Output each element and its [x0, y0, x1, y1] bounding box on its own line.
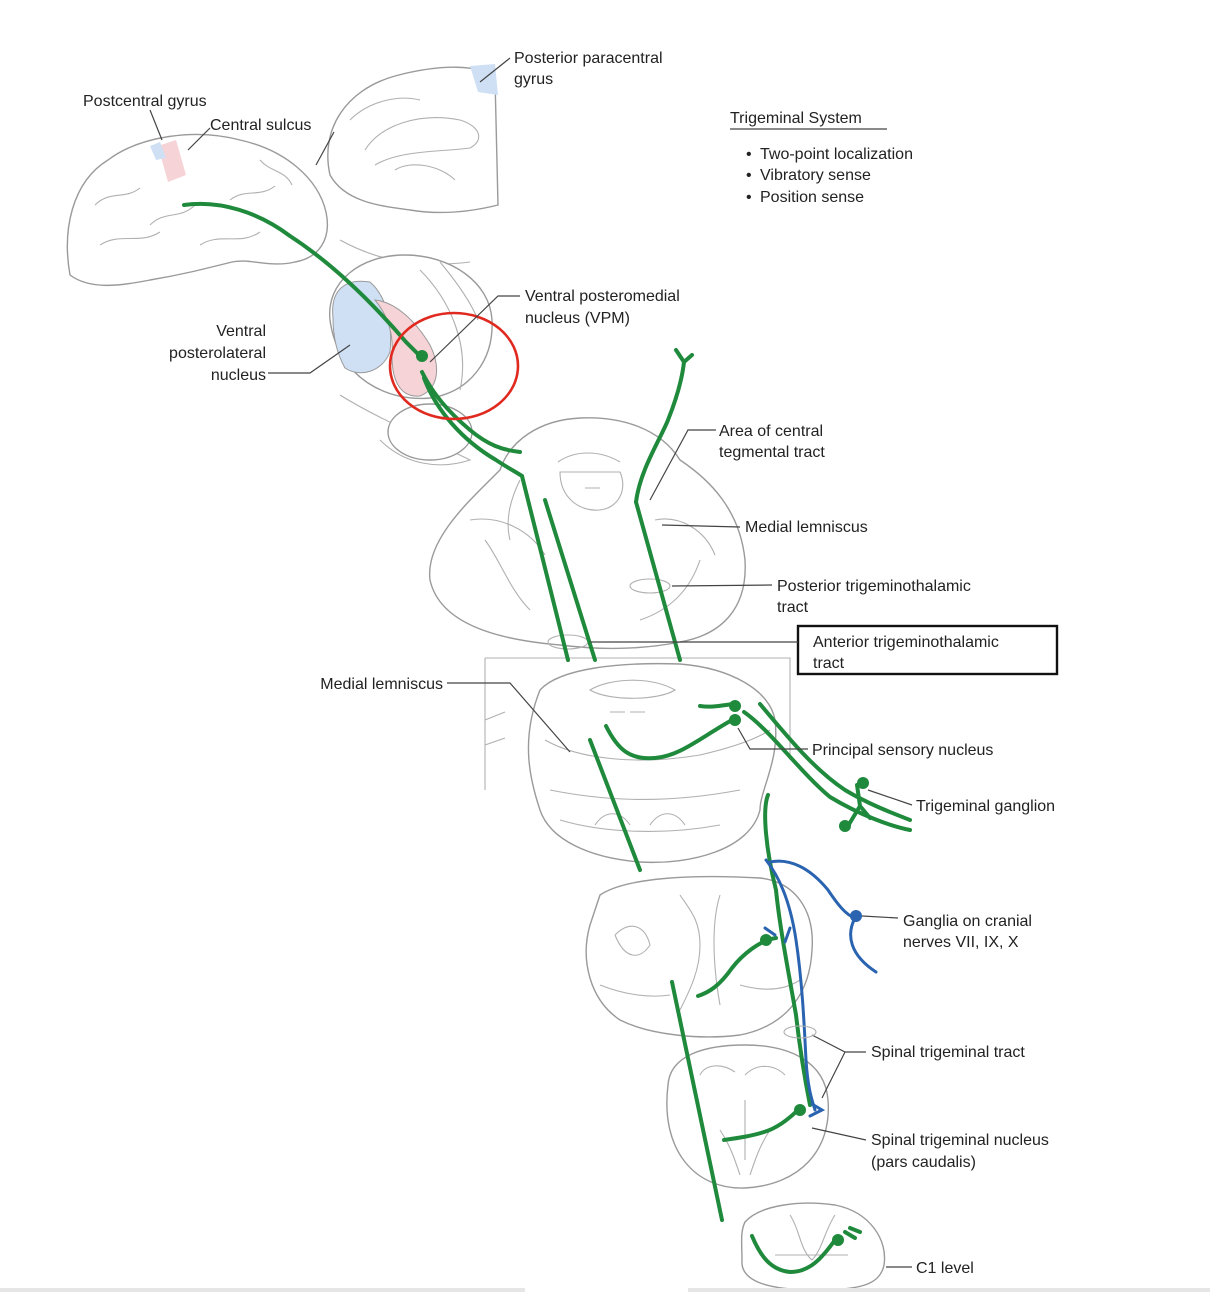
trigeminal-pathways-green [182, 201, 912, 1275]
label-vpm-line2: nucleus (VPM) [525, 310, 630, 327]
legend-item-3: Position sense [760, 189, 864, 206]
diagram-labels: Postcentral gyrus Central sulcus Posteri… [83, 50, 1055, 1277]
label-medial-lemniscus-lower: Medial lemniscus [320, 676, 443, 693]
label-central-tegmental-line1: Area of central [719, 423, 823, 440]
legend-item-1: Two-point localization [760, 146, 913, 163]
medial-brain-drawing [327, 64, 499, 214]
label-anterior-trigeminothalamic-line1: Anterior trigeminothalamic [813, 634, 999, 651]
legend-bullet-1: • [746, 146, 752, 163]
pons-section [484, 657, 791, 864]
label-central-tegmental-line2: tegmental tract [719, 444, 825, 461]
label-posterior-trigeminothalamic-line2: tract [777, 599, 809, 616]
leader-lines [149, 57, 913, 1268]
label-principal-sensory-nucleus: Principal sensory nucleus [812, 742, 993, 759]
label-vpl-line2: posterolateral [169, 345, 266, 362]
postcentral-blue-region [150, 142, 166, 160]
label-ganglia-cranial-line1: Ganglia on cranial [903, 913, 1032, 930]
label-c1-level: C1 level [916, 1260, 974, 1277]
label-posterior-paracentral-line2: gyrus [514, 71, 553, 88]
label-vpl-line3: nucleus [211, 367, 266, 384]
legend-item-2: Vibratory sense [760, 167, 871, 184]
label-posterior-paracentral-line1: Posterior paracentral [514, 50, 663, 67]
anterior-trigeminothalamic-highlight-box [796, 624, 1059, 676]
label-central-sulcus: Central sulcus [210, 117, 311, 134]
trigeminal-system-legend: Trigeminal System • Two-point localizati… [730, 110, 913, 206]
cranial-nerve-pathway-blue [763, 858, 878, 1118]
label-ganglia-cranial-line2: nerves VII, IX, X [903, 934, 1019, 951]
lateral-brain-drawing [66, 133, 328, 287]
legend-bullet-3: • [746, 189, 752, 206]
label-vpl-line1: Ventral [216, 323, 266, 340]
legend-title: Trigeminal System [730, 110, 862, 127]
label-medial-lemniscus-upper: Medial lemniscus [745, 519, 868, 536]
label-postcentral-gyrus: Postcentral gyrus [83, 93, 207, 110]
vpm-highlight-circle [388, 311, 520, 421]
label-spinal-trigeminal-tract: Spinal trigeminal tract [871, 1044, 1025, 1061]
midbrain-section [429, 417, 746, 650]
label-posterior-trigeminothalamic-line1: Posterior trigeminothalamic [777, 578, 971, 595]
legend-bullet-2: • [746, 167, 752, 184]
label-trigeminal-ganglion: Trigeminal ganglion [916, 798, 1055, 815]
label-spinal-trigeminal-nucleus-line2: (pars caudalis) [871, 1154, 976, 1171]
c1-spinal-cord-section [740, 1202, 886, 1291]
label-spinal-trigeminal-nucleus-line1: Spinal trigeminal nucleus [871, 1132, 1049, 1149]
postcentral-gyrus-region [158, 140, 186, 182]
bottom-edge-right [688, 1288, 1210, 1292]
thalamus-section [329, 239, 493, 466]
bottom-edge-left [0, 1288, 525, 1292]
label-vpm-line1: Ventral posteromedial [525, 288, 680, 305]
label-anterior-trigeminothalamic-line2: tract [813, 655, 845, 672]
